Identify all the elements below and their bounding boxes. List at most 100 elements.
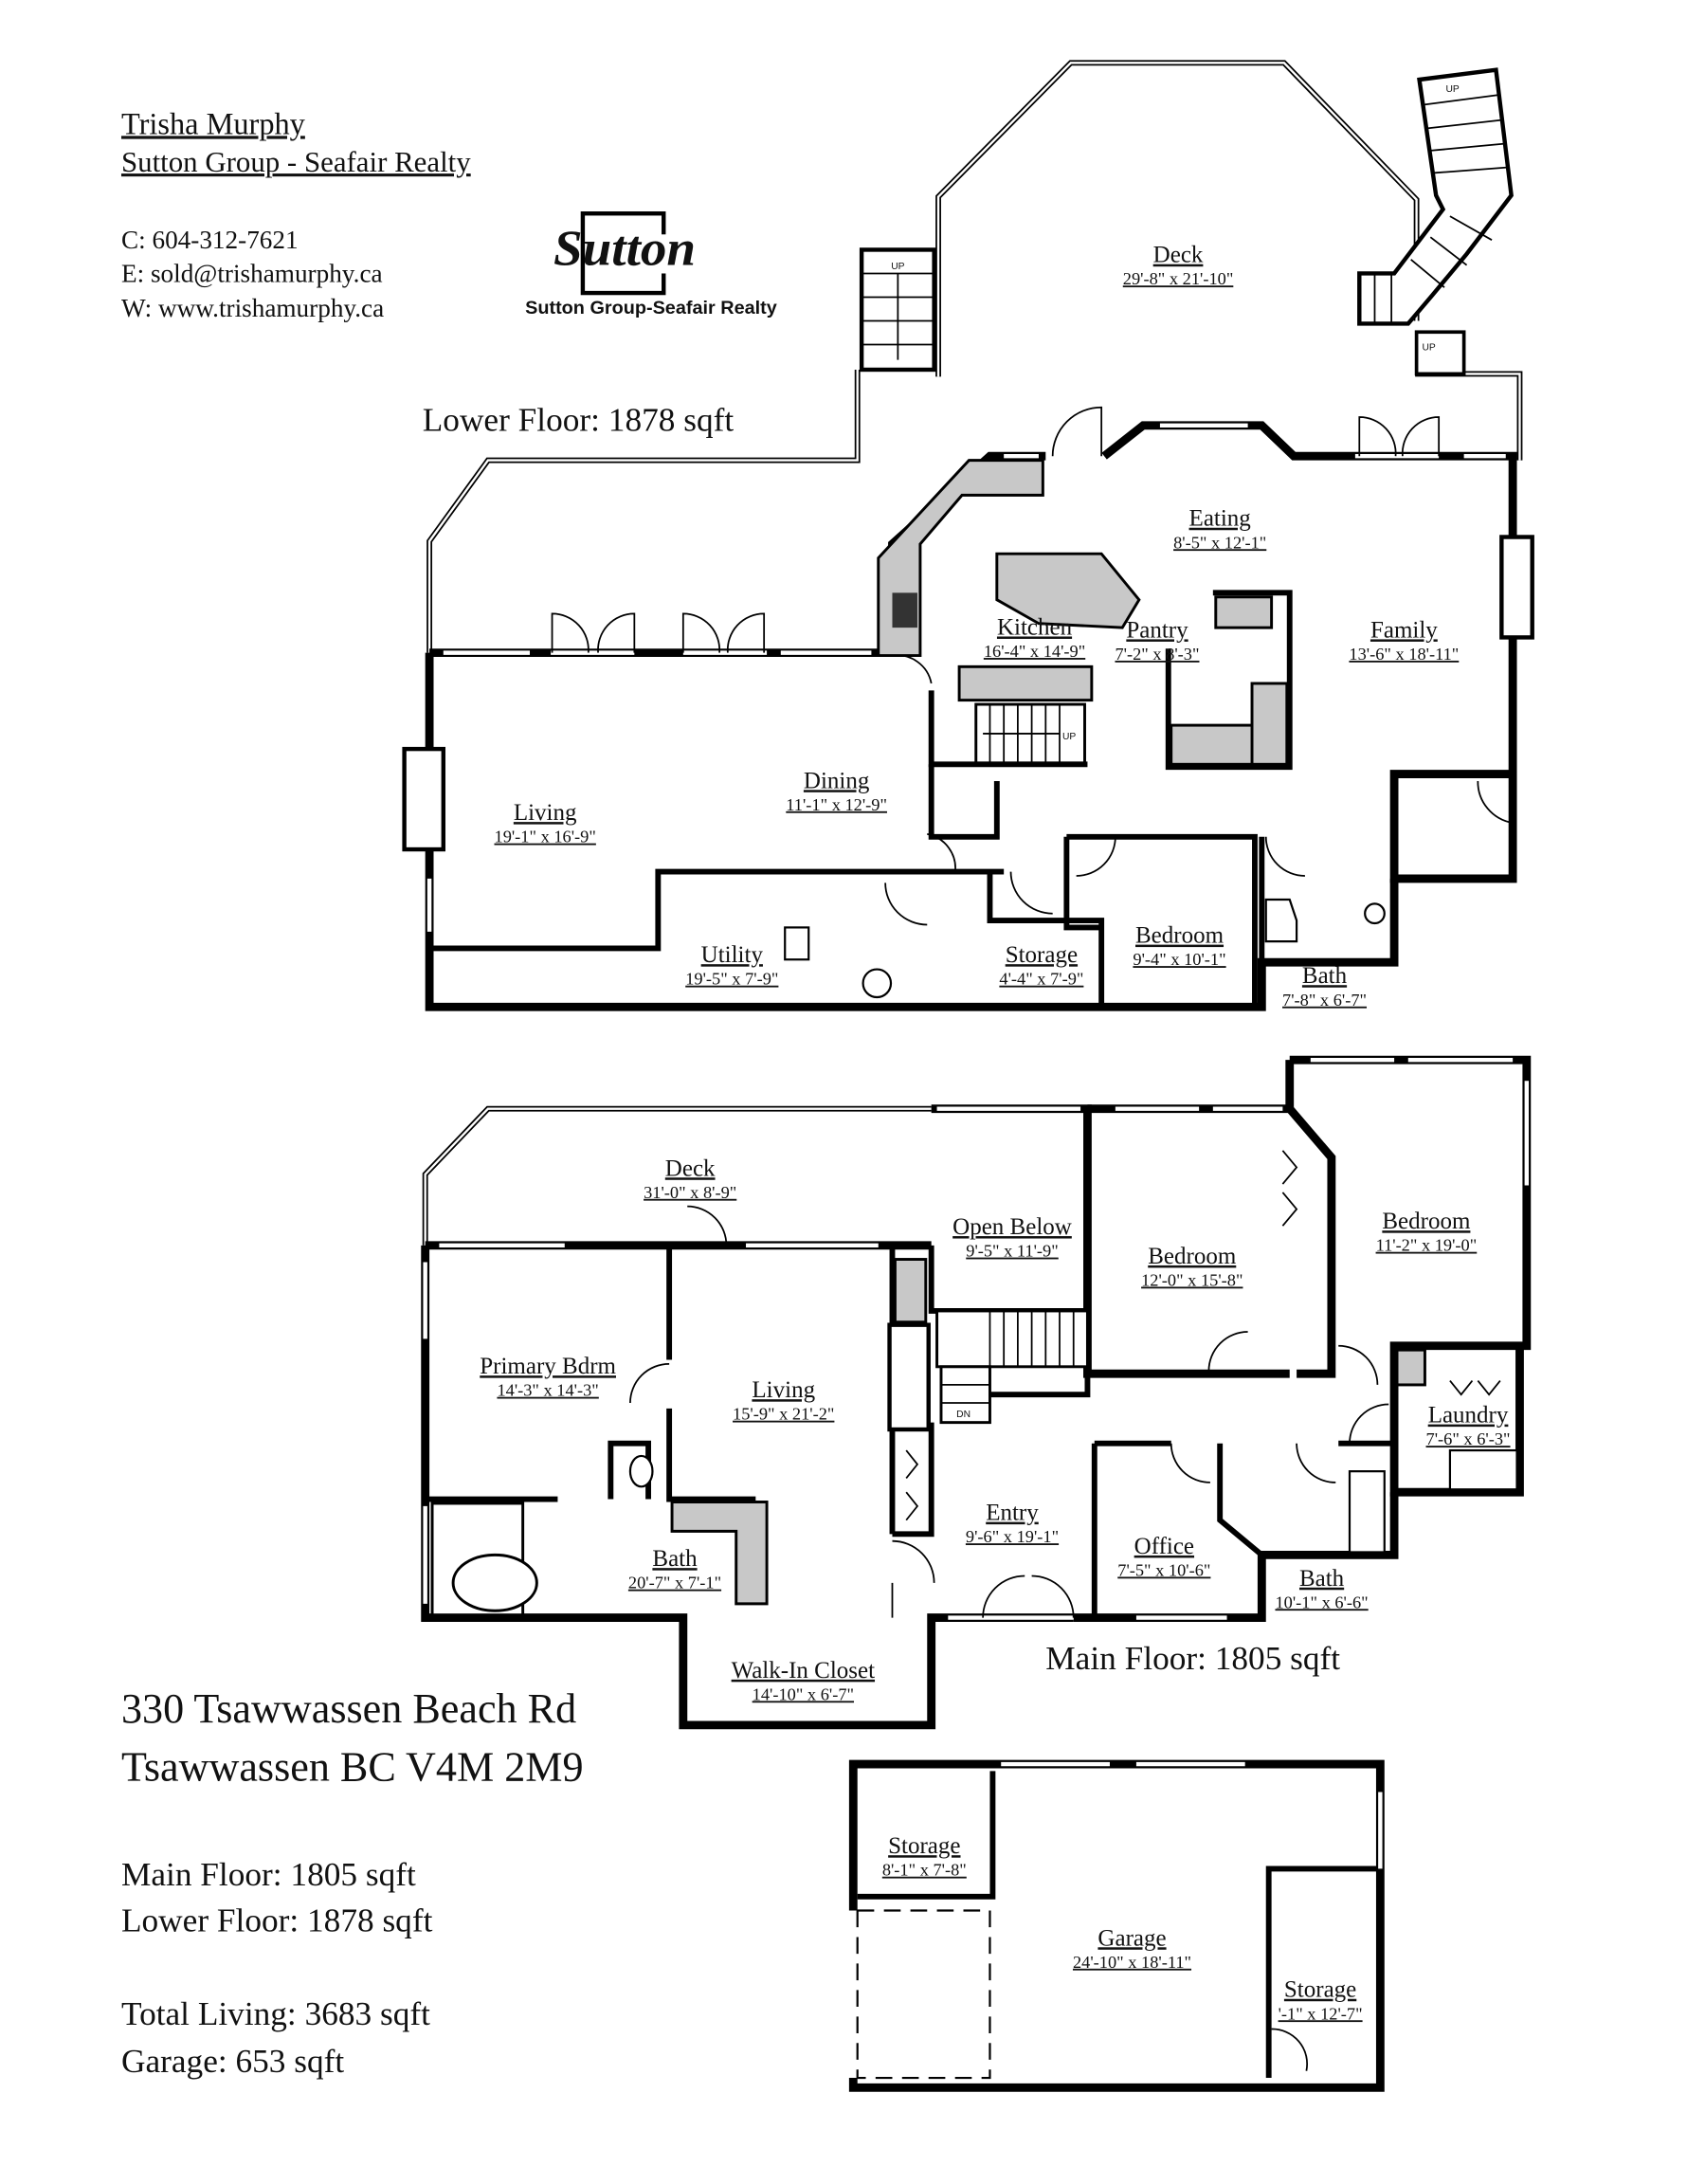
fireplace-icon bbox=[887, 1322, 931, 1432]
room-dimensions: 24'-10" x 18'-11" bbox=[1073, 1953, 1191, 1972]
deck-stair-right: UP UP bbox=[1357, 67, 1514, 376]
shower-icon bbox=[1264, 898, 1298, 943]
stove-icon bbox=[892, 592, 917, 628]
room-dimensions: 29'-8" x 21'-10" bbox=[1123, 269, 1234, 288]
laundry-machines bbox=[1448, 1448, 1518, 1491]
room-dimensions: 14'-3" x 14'-3" bbox=[497, 1381, 598, 1400]
stair-up-label: UP bbox=[891, 262, 904, 272]
room-dimensions: 9'-6" x 19'-1" bbox=[966, 1527, 1059, 1546]
room-name: Entry bbox=[986, 1501, 1039, 1526]
room-name: Walk-In Closet bbox=[732, 1658, 875, 1684]
room-name: Storage bbox=[888, 1833, 960, 1859]
toilet-icon bbox=[1364, 902, 1386, 925]
room-name: Living bbox=[752, 1377, 815, 1403]
vanity-counter bbox=[670, 1501, 769, 1606]
room-dimensions: 31'-0" x 8'-9" bbox=[644, 1183, 736, 1202]
agent-email: E: sold@trishamurphy.ca bbox=[121, 259, 383, 287]
agent-phone: C: 604-312-7621 bbox=[121, 226, 299, 254]
fireplace-icon bbox=[1499, 535, 1534, 640]
lower-floor-plan: UP UP UP bbox=[402, 60, 1534, 1011]
room-dimensions: 20'-7" x 7'-1" bbox=[628, 1574, 721, 1592]
room-dimensions: 7'-6" x 6'-3" bbox=[1426, 1429, 1511, 1448]
room-name: Bedroom bbox=[1148, 1244, 1237, 1269]
agent-info: Trisha Murphy Sutton Group - Seafair Rea… bbox=[121, 106, 471, 322]
stair-down-label: DN bbox=[956, 1410, 970, 1420]
room-name: Storage bbox=[1284, 1977, 1356, 2003]
room-dimensions: 15'-9" x 21'-2" bbox=[733, 1405, 834, 1424]
room-dimensions: 10'-1" x 6'-6" bbox=[1275, 1592, 1368, 1611]
fireplace-icon bbox=[402, 746, 446, 852]
room-dimensions: 9'-5" x 11'-9" bbox=[966, 1242, 1059, 1261]
room-name: Pantry bbox=[1126, 617, 1188, 643]
garage-door bbox=[856, 1909, 991, 2080]
room-name: Bath bbox=[1302, 963, 1348, 989]
logo-caption: Sutton Group-Seafair Realty bbox=[525, 298, 777, 318]
lower-floor-title: Lower Floor: 1878 sqft bbox=[423, 402, 735, 439]
room-name: Office bbox=[1134, 1534, 1194, 1559]
furnace-icon bbox=[862, 968, 893, 999]
main-room-labels: Deck 31'-0" x 8'-9" Open Below 9'-5" x 11'-… bbox=[480, 1156, 1510, 1703]
lower-deck-railing bbox=[426, 60, 1523, 653]
main-floor-title: Main Floor: 1805 sqft bbox=[1045, 1640, 1340, 1677]
main-floor-plan: DN Deck 31'-0" x 8'-9" Open Below 9'-5" x 1… bbox=[421, 1055, 1532, 1730]
logo-wordmark: Sutton bbox=[553, 222, 696, 277]
room-dimensions: 7'-8" x 6'-7" bbox=[1282, 991, 1367, 1010]
sutton-logo: Sutton Sutton Group-Seafair Realty bbox=[525, 211, 777, 318]
main-floor-area: Main Floor: 1805 sqft bbox=[121, 1856, 416, 1893]
room-name: Bath bbox=[652, 1546, 698, 1572]
cabinet bbox=[1395, 1348, 1426, 1387]
room-dimensions: 19'-1" x 16'-9" bbox=[495, 828, 596, 846]
room-dimensions: 8'-5" x 12'-1" bbox=[1173, 533, 1266, 552]
garage-wall bbox=[848, 1759, 1385, 2092]
agent-website: W: www.trishamurphy.ca bbox=[121, 294, 384, 322]
room-name: Storage bbox=[1006, 942, 1078, 968]
kitchen-island bbox=[995, 552, 1141, 629]
room-name: Kitchen bbox=[997, 614, 1073, 640]
room-dimensions: 9'-4" x 10'-1" bbox=[1133, 950, 1225, 969]
room-name: Open Below bbox=[952, 1214, 1072, 1240]
lower-interior-stair: UP bbox=[974, 702, 1086, 765]
room-dimensions: 8'-1" x 7'-8" bbox=[882, 1861, 967, 1880]
room-name: Eating bbox=[1189, 506, 1252, 532]
lower-floor-area: Lower Floor: 1878 sqft bbox=[121, 1902, 433, 1939]
stair-up-label: UP bbox=[1422, 342, 1435, 353]
room-dimensions: 13'-6" x 18'-11" bbox=[1349, 645, 1459, 664]
room-name: Bedroom bbox=[1382, 1209, 1471, 1234]
room-dimensions: 11'-2" x 19'-0" bbox=[1376, 1236, 1478, 1255]
kitchen-counter bbox=[877, 459, 1044, 658]
room-name: Bath bbox=[1299, 1566, 1345, 1592]
room-name: Primary Bdrm bbox=[480, 1354, 616, 1379]
deck-stair-left: UP bbox=[859, 247, 936, 373]
main-interior-stair: DN bbox=[935, 1309, 1089, 1425]
room-dimensions: 11'-1" x 12'-9" bbox=[786, 795, 887, 814]
cabinet bbox=[893, 1258, 928, 1324]
main-door-swings bbox=[629, 1150, 1501, 1618]
room-dimensions: 14'-10" x 6'-7" bbox=[753, 1684, 854, 1703]
agent-name: Trisha Murphy bbox=[121, 106, 306, 140]
toilet-icon bbox=[628, 1454, 654, 1488]
total-living-area: Total Living: 3683 sqft bbox=[121, 1995, 430, 2032]
pantry-shelves bbox=[1250, 682, 1289, 766]
room-dimensions: '-1" x 12'-7" bbox=[1279, 2004, 1363, 2023]
room-dimensions: 16'-4" x 14'-9" bbox=[984, 642, 1085, 661]
room-name: Living bbox=[514, 800, 577, 826]
fridge-icon bbox=[1214, 595, 1274, 629]
room-name: Deck bbox=[1153, 243, 1204, 268]
room-dimensions: 4'-4" x 7'-9" bbox=[999, 970, 1083, 989]
room-name: Utility bbox=[701, 942, 764, 968]
address-line-1: 330 Tsawwassen Beach Rd bbox=[121, 1685, 576, 1732]
lower-door-swings bbox=[551, 406, 1514, 926]
agent-brokerage: Sutton Group - Seafair Realty bbox=[121, 145, 471, 178]
kitchen-counter bbox=[957, 664, 1094, 702]
stair-up-label: UP bbox=[1062, 732, 1076, 742]
property-summary: 330 Tsawwassen Beach Rd Tsawwassen BC V4… bbox=[121, 1685, 584, 2080]
room-name: Deck bbox=[665, 1156, 716, 1181]
room-name: Bedroom bbox=[1135, 923, 1224, 949]
stair-up-label: UP bbox=[1446, 84, 1460, 95]
main-windows bbox=[423, 1057, 1530, 1620]
lower-interior-walls bbox=[429, 590, 1398, 1008]
room-dimensions: 7'-5" x 10'-6" bbox=[1117, 1560, 1210, 1579]
garage-storage-wall bbox=[1265, 1866, 1378, 2079]
